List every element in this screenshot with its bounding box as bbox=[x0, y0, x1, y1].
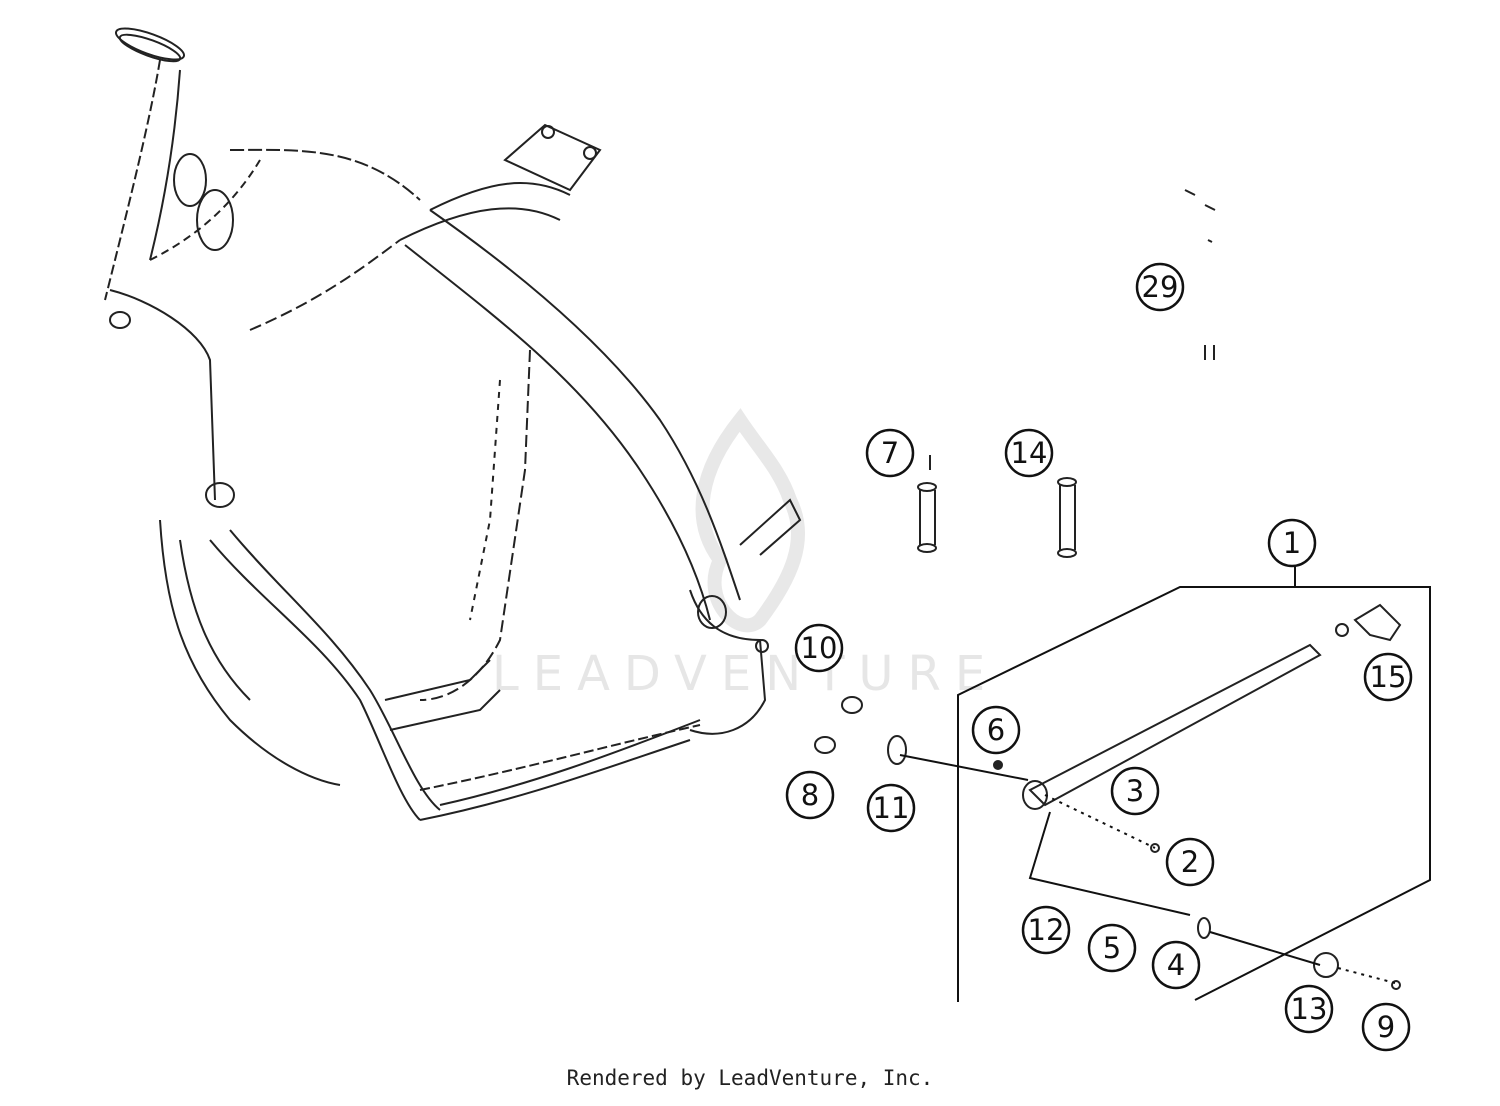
callouts: 1 2 3 4 5 6 7 8 9 10 11 12 13 14 15 29 bbox=[785, 262, 1413, 1052]
callout-11[interactable]: 11 bbox=[866, 783, 916, 833]
svg-text:15: 15 bbox=[1370, 660, 1407, 694]
part-15-foot bbox=[1353, 603, 1402, 642]
svg-text:7: 7 bbox=[881, 436, 899, 470]
callout-2[interactable]: 2 bbox=[1165, 837, 1215, 887]
part-13-bushing bbox=[1313, 952, 1339, 978]
callout-12[interactable]: 12 bbox=[1021, 905, 1071, 955]
callout-4[interactable]: 4 bbox=[1151, 940, 1201, 990]
svg-text:10: 10 bbox=[801, 631, 838, 665]
part-9-screw bbox=[1391, 980, 1401, 990]
svg-text:14: 14 bbox=[1011, 436, 1048, 470]
callout-10[interactable]: 10 bbox=[794, 623, 844, 673]
callout-1[interactable]: 1 bbox=[1267, 518, 1317, 568]
part-10-nut bbox=[755, 639, 769, 653]
watermark: LEADVENTURE bbox=[492, 408, 999, 702]
footer-credit: Rendered by LeadVenture, Inc. bbox=[566, 1066, 934, 1090]
part-4-washer bbox=[1197, 917, 1211, 939]
callout-8[interactable]: 8 bbox=[785, 770, 835, 820]
svg-text:6: 6 bbox=[987, 713, 1005, 747]
svg-text:9: 9 bbox=[1377, 1010, 1395, 1044]
part-14-sleeve bbox=[1059, 485, 1076, 550]
callout-14[interactable]: 14 bbox=[1004, 428, 1054, 478]
callout-9[interactable]: 9 bbox=[1361, 1002, 1411, 1052]
frame-drawing bbox=[104, 27, 802, 821]
part-8-bushing bbox=[841, 696, 863, 714]
side-stand bbox=[1028, 643, 1322, 807]
part-11-washer bbox=[887, 735, 907, 765]
callout-6[interactable]: 6 bbox=[971, 705, 1021, 755]
svg-text:2: 2 bbox=[1181, 845, 1199, 879]
callout-29[interactable]: 29 bbox=[1135, 262, 1185, 312]
callout-5[interactable]: 5 bbox=[1087, 923, 1137, 973]
watermark-flame-logo bbox=[695, 408, 805, 633]
steering-head-ring bbox=[114, 27, 186, 61]
callout-15[interactable]: 15 bbox=[1363, 652, 1413, 702]
svg-text:11: 11 bbox=[873, 791, 910, 825]
part-7-sleeve bbox=[919, 490, 936, 545]
watermark-text: LEADVENTURE bbox=[492, 646, 999, 702]
svg-text:1: 1 bbox=[1283, 526, 1301, 560]
part-6-ball bbox=[993, 760, 1003, 770]
callout-7[interactable]: 7 bbox=[865, 428, 915, 478]
assembly-box bbox=[957, 586, 1431, 1002]
svg-text:12: 12 bbox=[1028, 913, 1065, 947]
svg-text:29: 29 bbox=[1142, 270, 1179, 304]
svg-text:3: 3 bbox=[1126, 774, 1144, 808]
svg-text:4: 4 bbox=[1167, 948, 1185, 982]
leader-lines bbox=[899, 563, 1431, 1002]
svg-text:5: 5 bbox=[1103, 931, 1121, 965]
svg-text:8: 8 bbox=[801, 778, 819, 812]
callout-3[interactable]: 3 bbox=[1110, 766, 1160, 816]
callout-13[interactable]: 13 bbox=[1284, 984, 1334, 1034]
hardware-parts bbox=[755, 189, 1402, 990]
svg-text:13: 13 bbox=[1291, 992, 1328, 1026]
